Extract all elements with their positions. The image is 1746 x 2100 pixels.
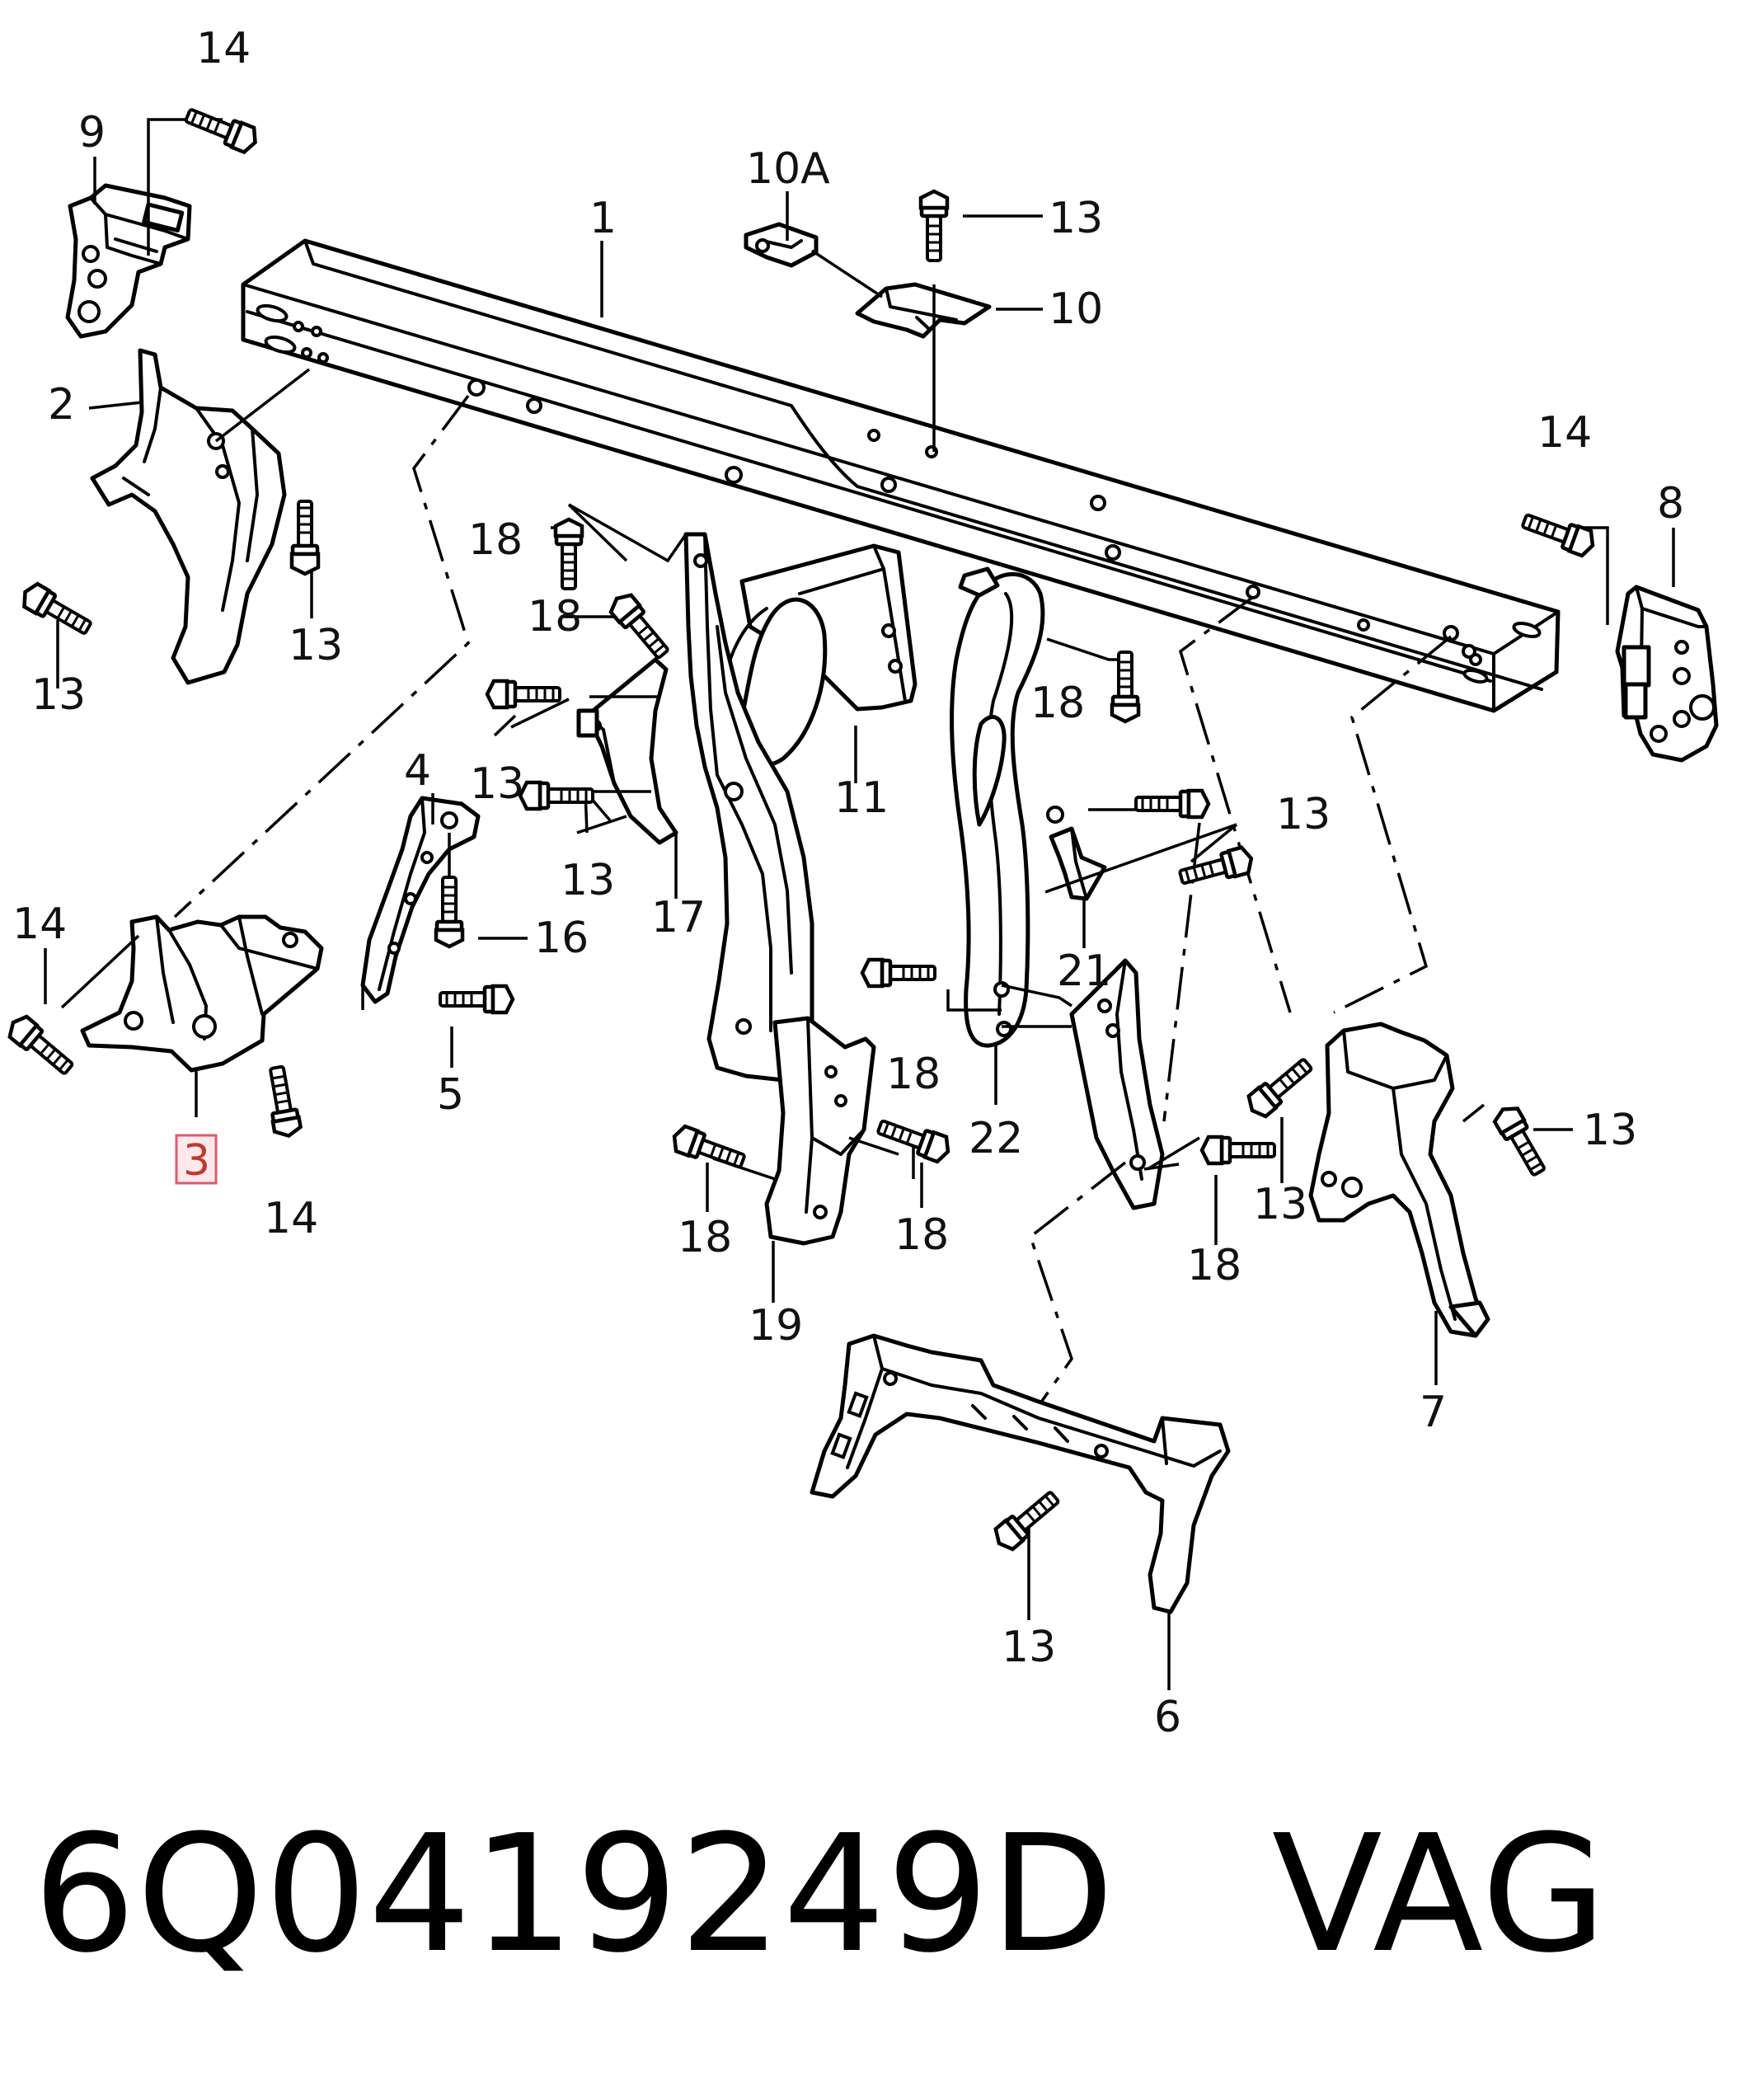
part-7-bracket bbox=[1308, 1022, 1490, 1338]
callout-7: 7 bbox=[1420, 1388, 1447, 1437]
part-6-lower-bracket bbox=[810, 1333, 1231, 1614]
callout-13-top: 13 bbox=[1049, 194, 1103, 243]
part-11-centre-bracket bbox=[719, 543, 918, 767]
callout-19: 19 bbox=[749, 1301, 803, 1351]
callout-13-left: 13 bbox=[31, 670, 86, 720]
part-8-right-bracket bbox=[1615, 585, 1719, 763]
callout-8: 8 bbox=[1657, 479, 1684, 529]
brand-name: VAG bbox=[1271, 1801, 1608, 1989]
part-number: 6Q0419249D bbox=[33, 1801, 1115, 1989]
callout-5: 5 bbox=[437, 1070, 464, 1120]
callout-17: 17 bbox=[651, 893, 706, 942]
callout-11: 11 bbox=[834, 773, 889, 823]
callout-16: 16 bbox=[534, 914, 589, 963]
callout-1: 1 bbox=[589, 194, 617, 243]
callout-18-f: 18 bbox=[894, 1210, 949, 1260]
part-1-cross-member bbox=[241, 238, 1561, 713]
callout-18-d: 18 bbox=[886, 1050, 941, 1099]
part-2-left-bracket bbox=[90, 348, 287, 685]
callout-13-far-right: 13 bbox=[1583, 1106, 1637, 1155]
alignment-lines bbox=[173, 394, 1453, 1405]
part-17-upright bbox=[683, 532, 814, 1083]
callout-13-bottom: 13 bbox=[1002, 1623, 1056, 1672]
callout-18-g: 18 bbox=[1187, 1241, 1241, 1290]
callout-13-right-b: 13 bbox=[1253, 1180, 1307, 1229]
part-19-lower-bracket bbox=[764, 1016, 876, 1246]
callout-4: 4 bbox=[404, 746, 431, 796]
part-10a-clip bbox=[744, 222, 819, 268]
callout-13-mid-b: 13 bbox=[561, 856, 615, 905]
callout-9: 9 bbox=[78, 108, 106, 157]
callout-13-right: 13 bbox=[1276, 790, 1331, 839]
callout-13-mid: 13 bbox=[470, 759, 524, 809]
callout-10a: 10A bbox=[746, 144, 830, 194]
part-9-bracket bbox=[65, 183, 192, 339]
callout-18-b: 18 bbox=[528, 592, 582, 641]
callout-13-left-b: 13 bbox=[289, 621, 343, 670]
part-13-gusset bbox=[576, 657, 678, 845]
part-3-bracket bbox=[80, 914, 324, 1073]
callout-18-e: 18 bbox=[678, 1213, 732, 1262]
part-4-bracket bbox=[360, 796, 481, 1004]
callout-10: 10 bbox=[1049, 284, 1103, 334]
callout-2: 2 bbox=[48, 380, 75, 430]
callout-22: 22 bbox=[969, 1114, 1023, 1163]
callout-14-right: 14 bbox=[1537, 408, 1592, 458]
part-18-plate bbox=[1069, 958, 1165, 1210]
callout-18-a: 18 bbox=[468, 515, 523, 565]
callout-14-left: 14 bbox=[12, 900, 67, 949]
part-number-caption: 6Q0419249D VAG bbox=[33, 1814, 1608, 1976]
callout-21: 21 bbox=[1057, 947, 1111, 996]
callout-labels: 1 2 9 14 13 13 10A 13 10 14 8 18 18 13 1… bbox=[12, 24, 1684, 1742]
callout-18-c: 18 bbox=[1030, 679, 1085, 728]
callout-3: 3 bbox=[183, 1136, 210, 1186]
part-22-upright bbox=[950, 566, 1064, 1048]
callout-14-top: 14 bbox=[196, 24, 251, 73]
part-21-tab bbox=[1049, 826, 1107, 901]
callout-3-highlight-box bbox=[175, 1134, 218, 1185]
callout-14-bottom: 14 bbox=[264, 1194, 318, 1243]
callout-6: 6 bbox=[1154, 1693, 1181, 1742]
